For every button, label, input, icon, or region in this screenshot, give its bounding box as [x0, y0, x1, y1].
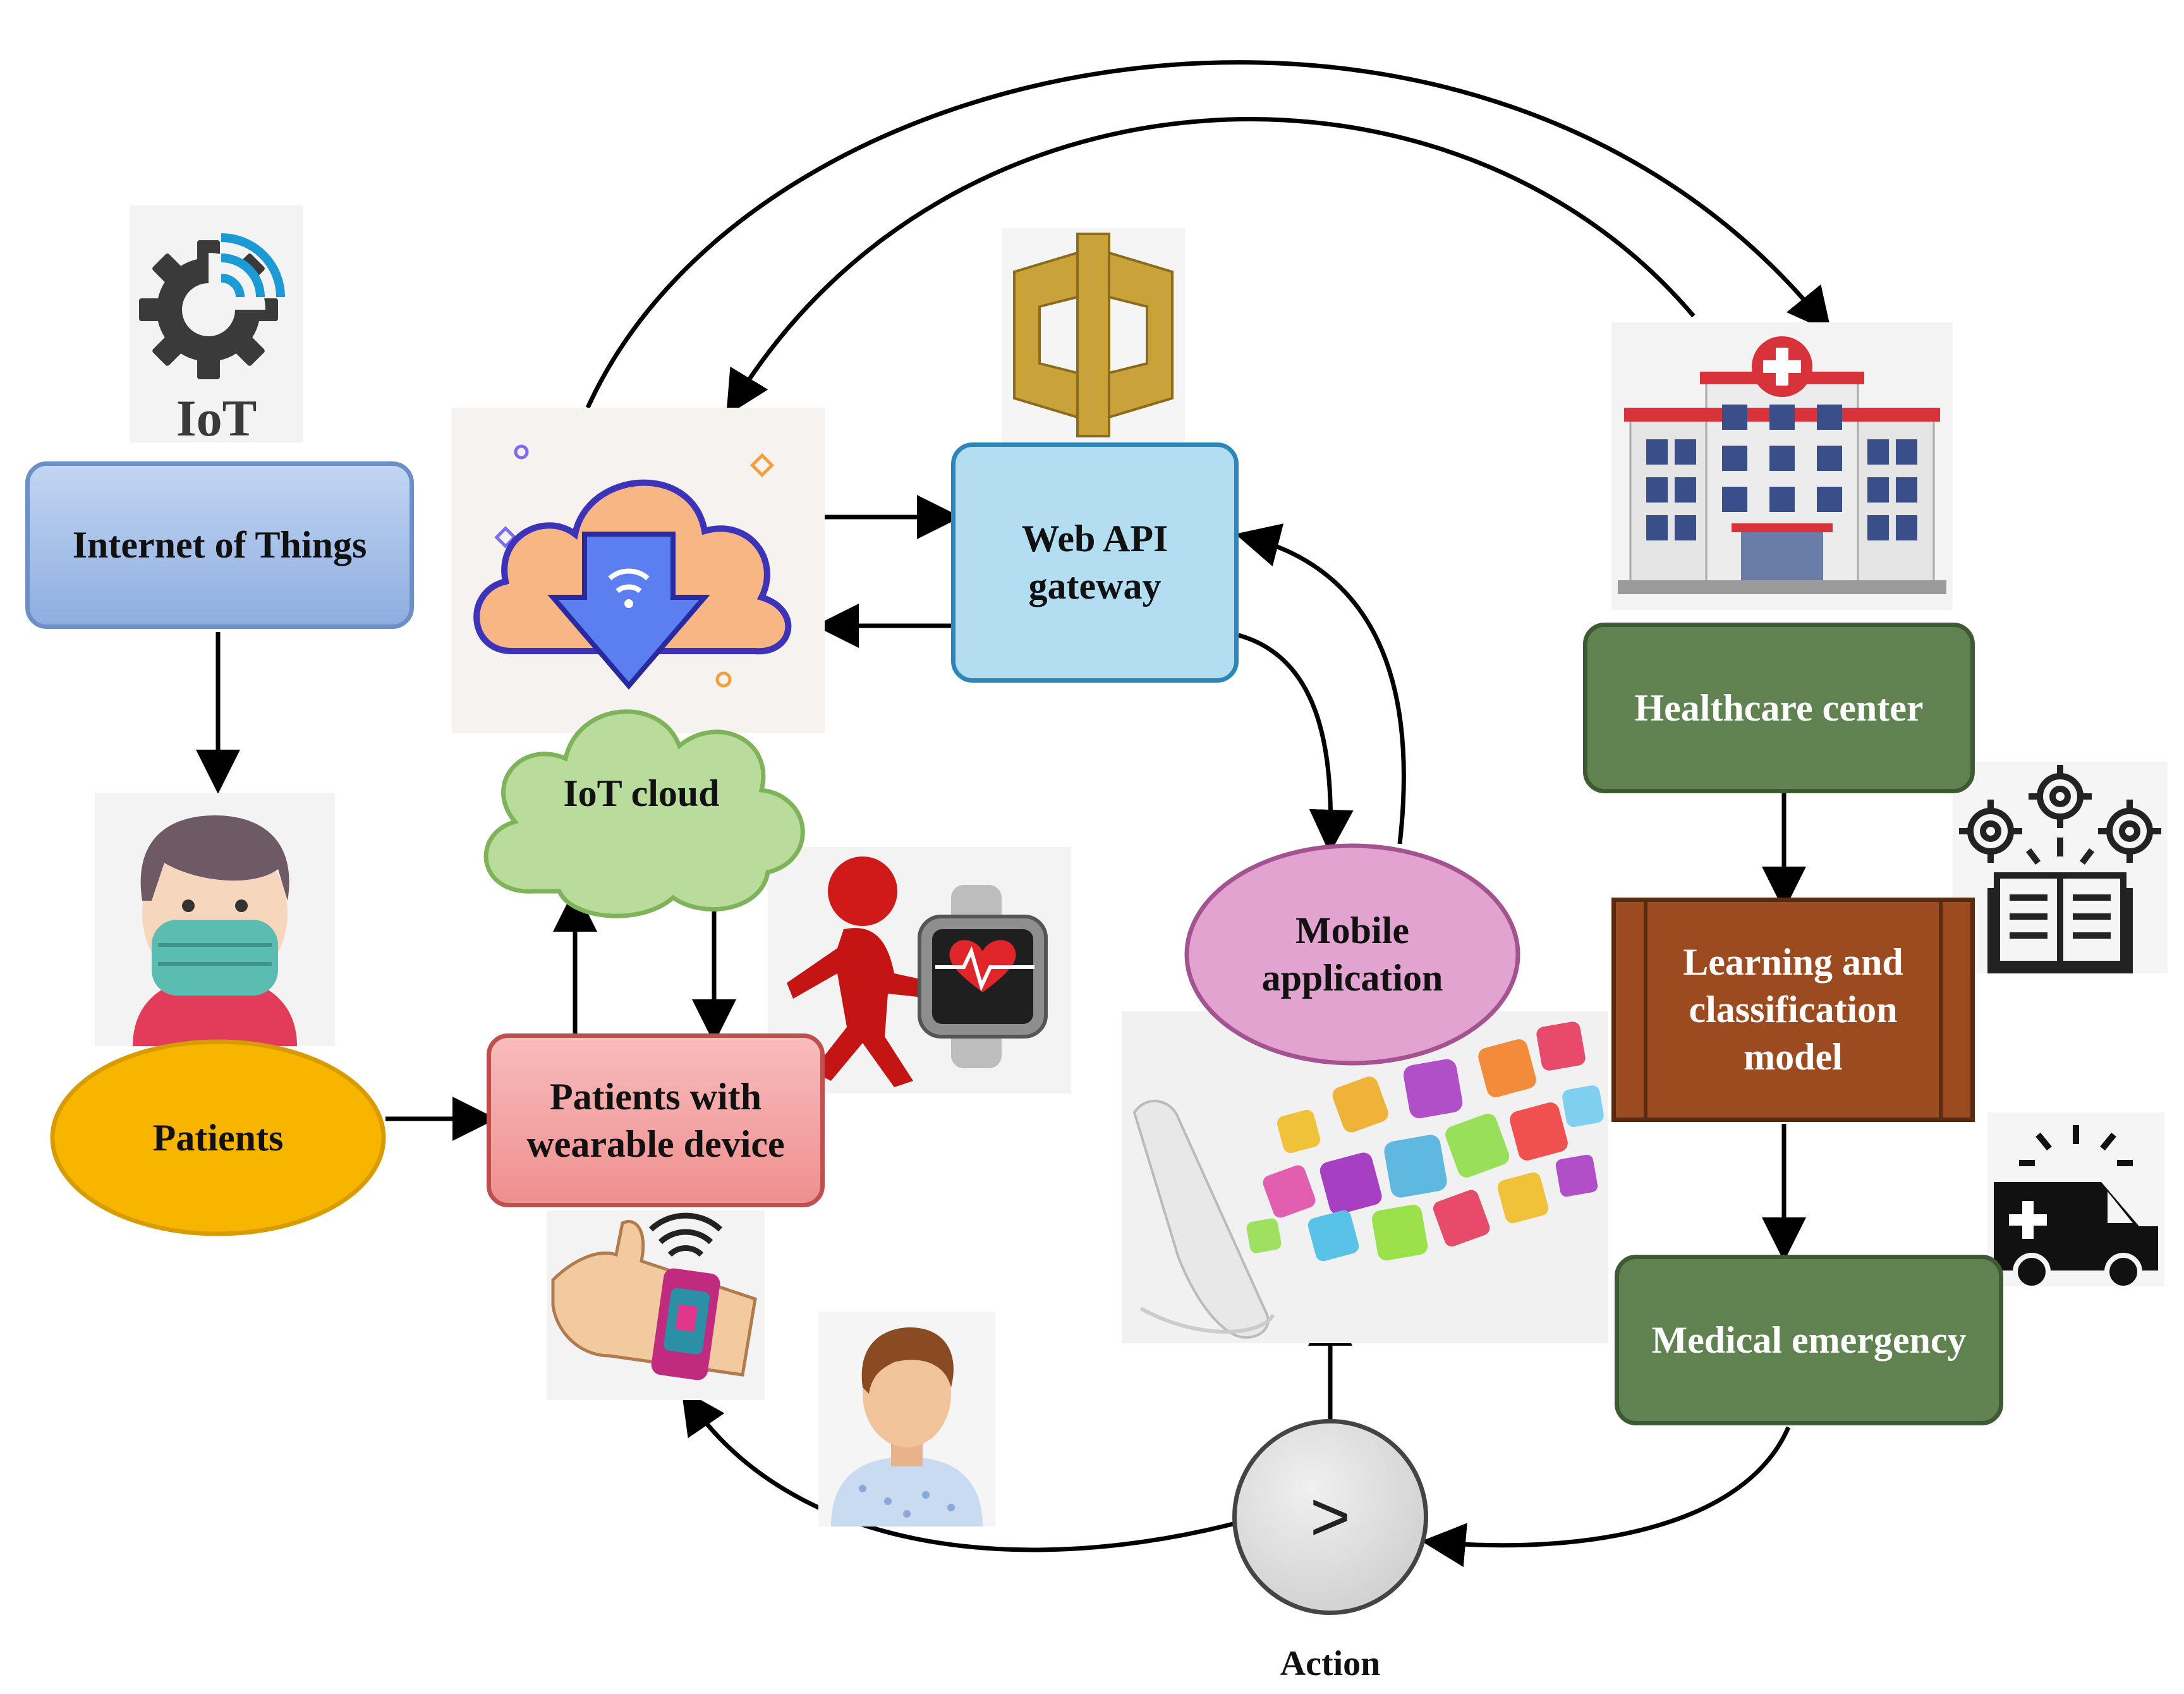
arrow-api-to-mobile	[1238, 633, 1354, 854]
learning-model-left-bar	[1644, 902, 1647, 1118]
iot-cloud-shape	[483, 709, 805, 918]
patients-label: Patients	[152, 1116, 284, 1159]
ambulance-icon	[1987, 1112, 2164, 1291]
learning-model-box: Learning and classification model	[1611, 898, 1975, 1122]
iot-cloud-label: IoT cloud	[563, 772, 720, 814]
arrow-mobile-to-api	[1235, 523, 1406, 844]
iot-logo-text: IoT	[176, 389, 257, 447]
mobile-app-ellipse	[1184, 843, 1520, 1066]
arrow-healthcare-to-cloud	[726, 117, 1696, 416]
iot-box: Internet of Things	[25, 461, 414, 629]
web-api-box: Web API gateway	[951, 442, 1239, 683]
hospital-building-icon	[1611, 322, 1953, 610]
phone-apps-icon	[1122, 1011, 1608, 1343]
gears-book-icon	[1953, 762, 2168, 973]
learning-model-right-bar	[1939, 902, 1943, 1118]
patient-person-icon	[818, 1312, 995, 1526]
action-label: Action	[1280, 1644, 1381, 1683]
wrist-watch-icon	[547, 1210, 765, 1400]
cloud-download-icon	[452, 408, 825, 733]
arrow-action-to-wrist	[681, 1389, 1236, 1552]
mobile-app-label: Mobile application	[1261, 910, 1443, 999]
arrow-emergency-to-action	[1421, 1426, 1791, 1568]
arrow-cloud-to-healthcare	[585, 60, 1832, 409]
iot-logo: IoT	[130, 205, 303, 447]
action-circle: >	[1232, 1419, 1428, 1615]
api-gateway-icon	[1002, 228, 1185, 442]
healthcare-center-box: Healthcare center	[1583, 623, 1975, 793]
gear-wifi-icon	[139, 233, 285, 379]
wearable-box: Patients with wearable device	[487, 1033, 825, 1207]
medical-emergency-box: Medical emergency	[1615, 1255, 2003, 1425]
learning-model-label: Learning and classification model	[1683, 941, 1903, 1078]
patients-ellipse	[50, 1039, 386, 1236]
masked-patient-icon	[95, 793, 335, 1046]
